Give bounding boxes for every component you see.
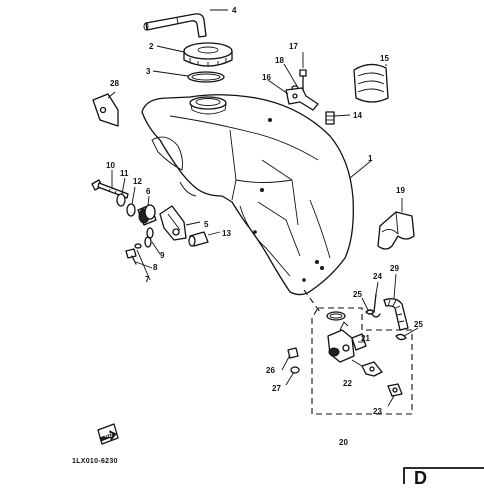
- rubber-damper: [353, 63, 389, 103]
- washer-9: [144, 227, 154, 248]
- bolt-7: [125, 248, 137, 265]
- label-part-6: 6: [146, 187, 151, 196]
- fuel-tank: [141, 94, 354, 296]
- fuel-hose-29: [383, 298, 409, 331]
- label-part-1: 1: [368, 154, 373, 163]
- screw-23: [387, 383, 403, 397]
- label-part-12: 12: [133, 177, 142, 186]
- label-part-8: 8: [153, 263, 158, 272]
- label-part-15: 15: [380, 54, 389, 63]
- drawing-code: 1LX010-6230: [72, 458, 118, 465]
- fwd-arrow-icon: FWD: [97, 423, 119, 445]
- cap-gasket: [187, 71, 225, 83]
- label-part-25a: 25: [353, 290, 362, 299]
- label-part-19: 19: [396, 186, 405, 195]
- label-part-24: 24: [373, 272, 382, 281]
- clip-bracket: [285, 87, 319, 111]
- label-part-7: 7: [145, 275, 150, 284]
- label-part-2: 2: [149, 42, 154, 51]
- leader-lines: [107, 9, 419, 407]
- collar-13: [188, 231, 209, 247]
- label-part-3: 3: [146, 67, 151, 76]
- front-bracket: [92, 93, 119, 127]
- collar-12: [126, 203, 136, 217]
- label-part-13: 13: [222, 229, 231, 238]
- lever-22: [361, 361, 383, 377]
- label-part-26: 26: [266, 366, 275, 375]
- rear-bracket: [377, 211, 415, 250]
- label-part-29: 29: [390, 264, 399, 273]
- label-part-4: 4: [232, 6, 237, 15]
- washer-8: [134, 243, 142, 249]
- label-part-17: 17: [289, 42, 298, 51]
- fuel-cap: [183, 42, 233, 67]
- washer-11: [116, 193, 126, 207]
- fuel-cock-group-box: [311, 307, 413, 415]
- label-part-5: 5: [204, 220, 209, 229]
- label-part-22: 22: [343, 379, 352, 388]
- label-part-25b: 25: [414, 320, 423, 329]
- hose-clip-25a: [365, 309, 375, 315]
- label-part-28: 28: [110, 79, 119, 88]
- label-part-9: 9: [160, 251, 165, 260]
- label-part-21: 21: [361, 334, 370, 343]
- label-part-20: 20: [339, 438, 348, 447]
- hose-clip-25b: [395, 333, 407, 341]
- corner-letter: D: [414, 468, 427, 484]
- label-part-27: 27: [272, 384, 281, 393]
- svg-text:FWD: FWD: [101, 433, 113, 439]
- grommet-6: [137, 204, 157, 226]
- label-part-23: 23: [373, 407, 382, 416]
- screw-14: [325, 111, 335, 125]
- bolt-17: [299, 69, 307, 91]
- label-part-16: 16: [262, 73, 271, 82]
- breather-hose: [143, 13, 207, 38]
- label-part-14: 14: [353, 111, 362, 120]
- washer-27: [290, 366, 300, 374]
- fuel-cock-oring: [326, 311, 346, 321]
- corner-tab: D: [403, 467, 484, 488]
- part-number-labels: 1 2 3 4 5 6 7 8 9 10 11 12 13 14 15 16 1…: [106, 6, 423, 447]
- label-part-11: 11: [120, 169, 129, 178]
- group-connector: [303, 289, 321, 313]
- clip-24: [371, 293, 381, 318]
- label-part-10: 10: [106, 161, 115, 170]
- label-part-18: 18: [275, 56, 284, 65]
- bracket-5: [159, 205, 187, 241]
